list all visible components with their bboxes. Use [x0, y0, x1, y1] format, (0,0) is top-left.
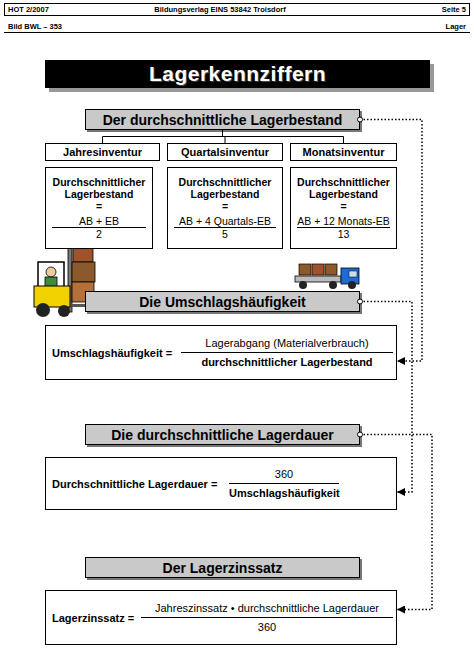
formula-box: Umschlagshäufigkeit =Lagerabgang (Materi… [45, 325, 397, 380]
tree-connector [223, 130, 344, 143]
inventory-box: Monatsinventur [290, 143, 397, 161]
title-band: Lagerkennziffern [45, 60, 430, 88]
numerator: 360 [229, 467, 339, 484]
numerator: Lagerabgang (Materialverbrauch) [181, 336, 393, 353]
formula-label: Durchschnittlicher Lagerbestand [294, 176, 393, 200]
section-band: Der durchschnittliche Lagerbestand [85, 109, 360, 130]
formula-box: Durchschnittlicher Lagerbestand=AB + EB2 [45, 167, 153, 249]
numerator: Jahreszinssatz • durchschnittliche Lager… [141, 601, 393, 618]
formula-term: 13 [338, 228, 350, 240]
formula-term: = [340, 200, 346, 212]
denominator: 360 [141, 618, 393, 634]
tree-connector [223, 130, 226, 143]
band-title: Die durchschnittliche Lagerdauer [111, 427, 334, 443]
formula-label: Durchschnittlicher Lagerbestand [171, 176, 279, 200]
band-title: Die Umschlagshäufigkeit [139, 294, 306, 310]
reference-arrow [360, 302, 412, 493]
formula-term: AB + 4 Quartals-EB [174, 212, 276, 228]
inventory-box: Quartalsinventur [167, 143, 283, 161]
denominator: Umschlagshäufigkeit [229, 484, 339, 500]
formula-term: = [222, 200, 228, 212]
formula-term: 2 [96, 228, 102, 240]
formula-box: Durchschnittliche Lagerdauer =360Umschla… [45, 457, 397, 510]
box-label: Quartalsinventur [181, 146, 269, 158]
header-label: HOT 2/2007 [8, 5, 108, 14]
fraction: Lagerabgang (Materialverbrauch)durchschn… [181, 326, 393, 379]
section-band: Die Umschlagshäufigkeit [85, 291, 360, 312]
header-label: Bildungsverlag EINS 53842 Troisdorf [120, 5, 320, 14]
fraction: 360Umschlagshäufigkeit [229, 458, 339, 509]
reference-arrow [360, 435, 432, 610]
band-title: Der Lagerzinssatz [163, 560, 283, 576]
header-label: Lager [380, 22, 466, 31]
formula-box: Durchschnittlicher Lagerbestand=AB + 4 Q… [167, 167, 283, 249]
formula-term: AB + EB [52, 212, 146, 228]
formula-label: Durchschnittliche Lagerdauer = [52, 458, 217, 509]
formula-box: Durchschnittlicher Lagerbestand=AB + 12 … [290, 167, 397, 249]
fraction: Jahreszinssatz • durchschnittliche Lager… [141, 591, 393, 644]
diagram-title: Lagerkennziffern [149, 62, 326, 86]
header-label: Bild BWL – 353 [8, 22, 128, 31]
formula-term: AB + 12 Monats-EB [297, 212, 390, 228]
reference-arrow [360, 120, 422, 362]
formula-label: Durchschnittlicher Lagerbestand [49, 176, 149, 200]
box-label: Monatsinventur [303, 146, 385, 158]
section-band: Die durchschnittliche Lagerdauer [85, 424, 360, 445]
band-title: Der durchschnittliche Lagerbestand [103, 112, 343, 128]
formula-term: = [96, 200, 102, 212]
inventory-box: Jahresinventur [45, 143, 160, 161]
denominator: durchschnittlicher Lagerbestand [181, 353, 393, 369]
formula-box: Lagerzinssatz = Jahreszinssatz • durchsch… [45, 590, 397, 645]
header-rule [4, 32, 470, 33]
formula-label: Lagerzinssatz = [52, 591, 134, 644]
formula-term: 5 [222, 228, 228, 240]
box-label: Jahresinventur [63, 146, 142, 158]
section-band: Der Lagerzinssatz [85, 557, 360, 578]
formula-label: Umschlagshäufigkeit = [52, 326, 172, 379]
header-label: Seite 5 [380, 5, 466, 14]
tree-connector [103, 130, 223, 143]
